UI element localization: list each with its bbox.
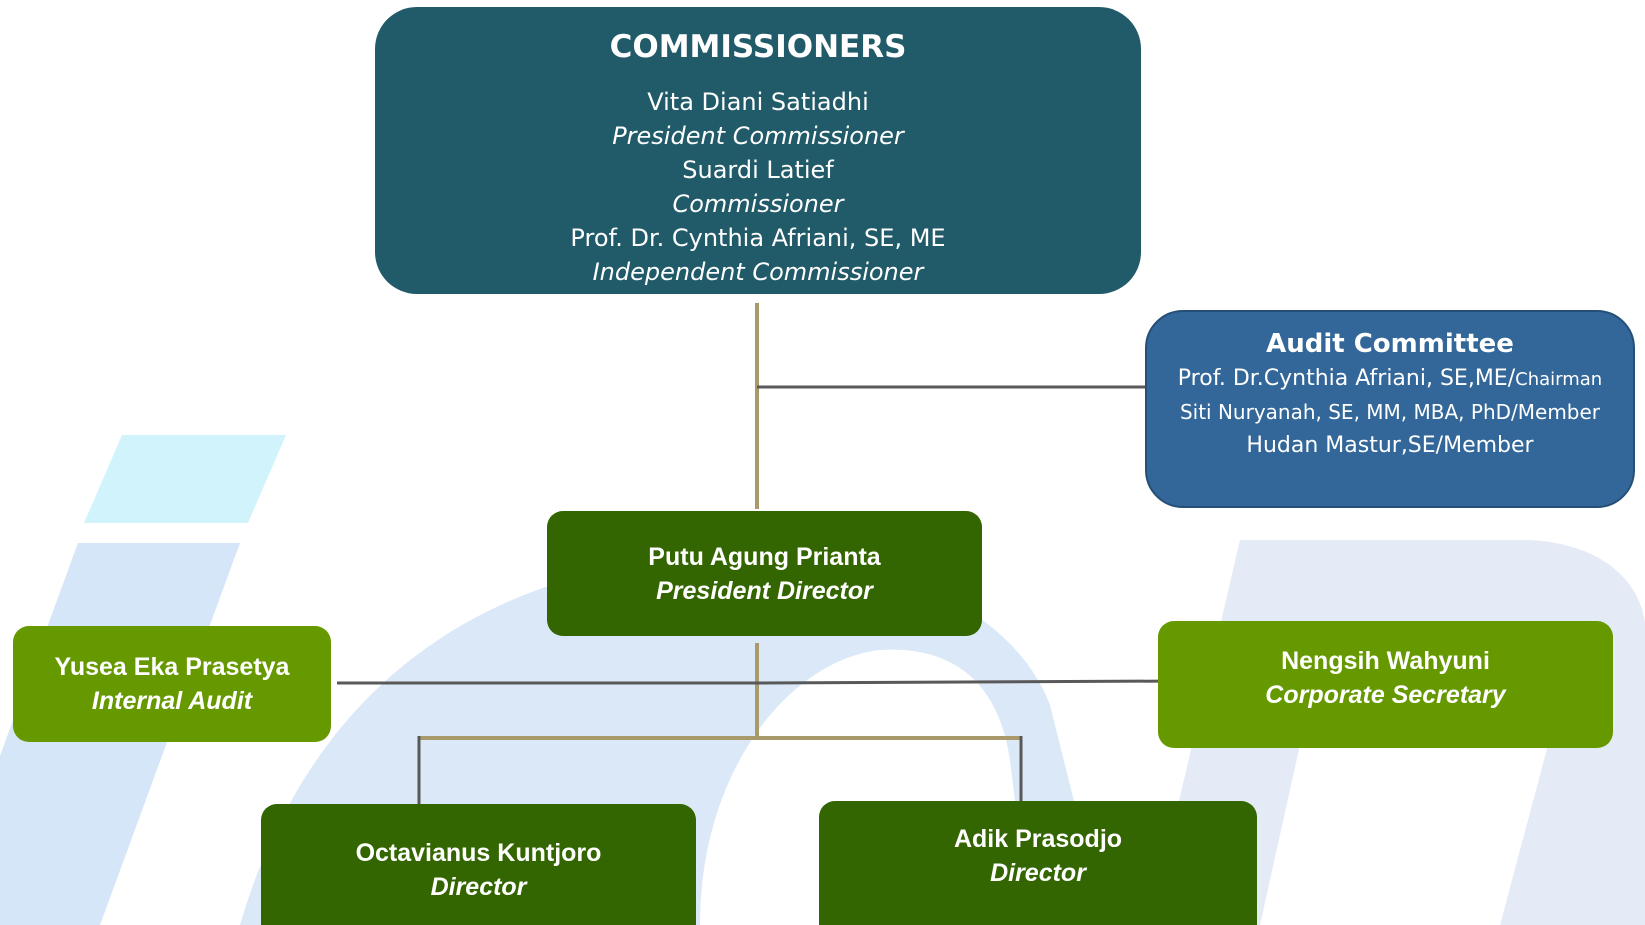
commissioner-name: Suardi Latief (682, 156, 834, 184)
director-box: Adik Prasodjo Director (819, 801, 1257, 925)
corporate-secretary-role: Corporate Secretary (1265, 680, 1506, 709)
audit-committee-member: Hudan Mastur,SE/Member (1246, 433, 1534, 458)
audit-member-suffix: Chairman (1515, 369, 1603, 390)
audit-committee-member: Prof. Dr.Cynthia Afriani, SE,ME/Chairman (1178, 362, 1602, 396)
director-name: Adik Prasodjo (953, 825, 1123, 853)
director-role: Director (990, 859, 1086, 887)
audit-committee-member: Siti Nuryanah, SE, MM, MBA, PhD/Member (1179, 400, 1601, 424)
corporate-secretary-name: Nengsih Wahyuni (1281, 646, 1490, 675)
commissioner-role: President Commissioner (612, 122, 904, 150)
commissioners-title: COMMISSIONERS (609, 29, 907, 65)
director-box: Octavianus Kuntjoro Director (261, 804, 696, 925)
director-name: Octavianus Kuntjoro (355, 838, 602, 867)
corporate-secretary-box: Nengsih Wahyuni Corporate Secretary (1158, 621, 1613, 748)
internal-audit-role: Internal Audit (91, 687, 253, 715)
connector-staff-horizontal (337, 679, 1184, 685)
director-role: Director (430, 872, 527, 901)
commissioner-name: Vita Diani Satiadhi (647, 88, 869, 116)
commissioner-role: Commissioner (672, 190, 844, 218)
president-director-role: President Director (656, 576, 873, 605)
audit-committee-title: Audit Committee (1266, 329, 1514, 359)
president-director-name: Putu Agung Prianta (648, 542, 881, 571)
audit-committee-box: Audit Committee Prof. Dr.Cynthia Afriani… (1145, 310, 1635, 508)
watermark-dot-shape (84, 435, 286, 523)
audit-member-name: Prof. Dr.Cynthia Afriani, SE,ME/ (1177, 366, 1516, 391)
internal-audit-box: Yusea Eka Prasetya Internal Audit (13, 626, 331, 742)
president-director-box: Putu Agung Prianta President Director (547, 511, 982, 636)
commissioners-box: COMMISSIONERS Vita Diani Satiadhi Presid… (375, 7, 1141, 294)
internal-audit-name: Yusea Eka Prasetya (54, 653, 290, 681)
commissioner-name: Prof. Dr. Cynthia Afriani, SE, ME (570, 224, 946, 252)
commissioner-role: Independent Commissioner (592, 258, 924, 286)
